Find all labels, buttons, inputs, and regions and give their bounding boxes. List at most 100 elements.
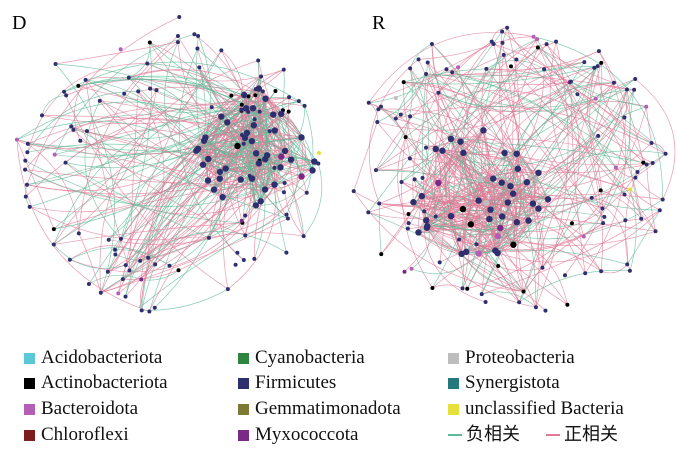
positive-edge — [197, 48, 260, 164]
node — [25, 182, 30, 187]
positive-edge — [149, 156, 282, 312]
node — [122, 91, 127, 96]
node — [408, 114, 413, 119]
node — [428, 73, 433, 78]
negative-edge — [78, 78, 260, 112]
legend-label: Myxococcota — [255, 424, 359, 445]
positive-edge — [27, 89, 157, 150]
negative-edge — [273, 114, 299, 215]
negative-edge — [252, 107, 272, 206]
positive-edge — [107, 189, 215, 273]
negative-edge — [63, 61, 300, 102]
positive-edge — [461, 153, 517, 254]
node — [624, 87, 629, 92]
legend-item-actinobacteriota: Actinobacteriota — [24, 372, 168, 394]
positive-edge — [423, 211, 486, 303]
node — [147, 40, 152, 45]
node — [554, 39, 559, 44]
negative-edge — [378, 203, 382, 255]
positive-edge — [53, 109, 242, 245]
negative-edge — [403, 68, 487, 83]
node — [259, 74, 264, 79]
node — [286, 109, 291, 114]
positive-edge — [523, 62, 602, 292]
negative-edge — [413, 201, 501, 231]
node — [457, 138, 464, 145]
node — [412, 177, 417, 182]
node — [282, 180, 287, 185]
node — [281, 147, 289, 155]
node — [243, 129, 251, 137]
negative-edge — [128, 75, 319, 164]
node — [277, 110, 285, 118]
positive-edge — [462, 69, 545, 210]
negative-edge — [304, 105, 314, 193]
node — [406, 221, 411, 226]
node — [444, 67, 449, 72]
node — [500, 40, 505, 45]
node — [403, 135, 408, 140]
node — [366, 100, 371, 105]
legend-label: 负相关 — [466, 424, 520, 445]
node — [456, 65, 461, 70]
positive-edge — [491, 27, 508, 42]
node — [378, 104, 383, 109]
node — [204, 177, 212, 184]
node — [492, 247, 499, 254]
negative-edge — [71, 126, 289, 219]
node — [148, 86, 153, 91]
positive-edge — [401, 181, 464, 210]
color-swatch — [448, 403, 459, 415]
legend-label: unclassified Bacteria — [465, 398, 624, 419]
positive-edge — [395, 106, 666, 155]
positive-edge — [368, 102, 411, 159]
legend-item-myxococcota: Myxococcota — [238, 424, 358, 446]
negative-edge — [120, 67, 206, 240]
node — [483, 300, 488, 305]
node — [467, 221, 474, 228]
node — [500, 29, 505, 34]
node — [627, 268, 632, 273]
positive-edge — [430, 74, 635, 91]
legend-item-unclassified: unclassified Bacteria — [448, 398, 624, 420]
node — [521, 289, 526, 294]
node — [285, 216, 290, 221]
positive-edge — [434, 41, 492, 217]
node — [256, 58, 261, 63]
positive-edge — [445, 141, 461, 217]
node — [78, 138, 83, 143]
negative-edge — [401, 42, 503, 183]
negative-edge — [532, 62, 603, 204]
node — [525, 217, 532, 224]
node — [543, 308, 548, 313]
node — [430, 285, 435, 290]
node — [199, 161, 207, 168]
positive-edge — [375, 43, 547, 171]
positive-edge — [478, 253, 543, 272]
node — [239, 102, 244, 107]
negative-edge — [26, 124, 254, 186]
node — [152, 305, 157, 310]
node — [407, 156, 412, 161]
node — [517, 300, 522, 305]
legend-label: Bacteroidota — [41, 398, 139, 419]
node — [23, 158, 28, 163]
positive-edge — [403, 81, 543, 268]
node — [450, 70, 455, 75]
node — [240, 91, 248, 99]
node — [409, 266, 414, 271]
legend-item-cyanobacteria: Cyanobacteria — [238, 347, 365, 369]
node — [393, 95, 398, 100]
node — [120, 277, 125, 282]
negative-edge — [442, 150, 514, 194]
node — [127, 268, 132, 273]
positive-edge — [375, 81, 572, 171]
node — [544, 196, 552, 203]
negative-edge — [205, 137, 292, 165]
node — [205, 155, 212, 163]
positive-edge — [645, 106, 652, 144]
negative-edge — [85, 79, 247, 112]
node — [123, 263, 128, 268]
negative-edge — [375, 68, 413, 171]
node — [415, 229, 422, 236]
